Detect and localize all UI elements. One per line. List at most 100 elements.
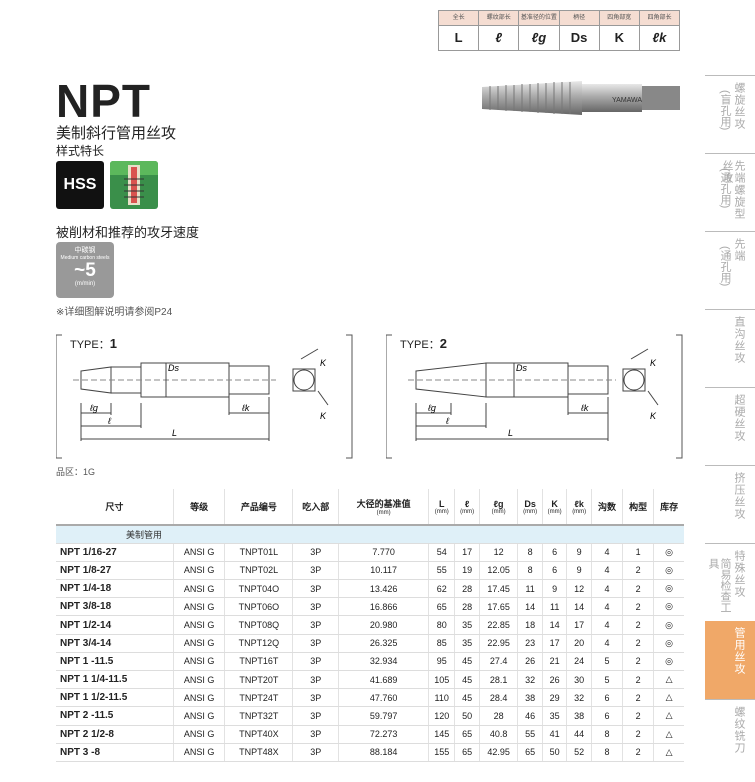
table-cell: 52 <box>566 743 592 762</box>
column-header-label: ℓ <box>464 498 470 509</box>
speed-badge: 中碳钢 Medium carbon steels ~5 (m/min) <box>56 242 114 298</box>
dim-k-1a: K <box>320 358 327 368</box>
table-cell: ANSI G <box>173 543 226 562</box>
table-cell: 50 <box>454 706 480 726</box>
table-cell: NPT 2 -11.5 <box>56 706 174 726</box>
column-header: 构型 <box>622 489 655 526</box>
table-cell: 8 <box>517 561 543 581</box>
table-group-row: 美制管用 <box>56 525 684 544</box>
table-cell: 2 <box>622 561 655 581</box>
table-cell: 45 <box>454 670 480 690</box>
table-cell: 18 <box>517 615 543 635</box>
speed-unit: (m/min) <box>74 281 96 287</box>
category-tab[interactable]: 螺旋丝攻(盲孔用) <box>705 75 755 153</box>
legend-caption: 螺纹部长 <box>479 11 519 26</box>
category-tab[interactable]: 螺纹铣刀 <box>705 699 755 777</box>
table-cell: 22.95 <box>479 634 519 653</box>
speed-tilde: ~ <box>74 260 86 281</box>
category-tab-label: 直沟丝攻 <box>733 316 745 364</box>
category-tab[interactable]: 管用丝攻 <box>705 621 755 699</box>
category-tab[interactable]: 特殊丝攻简易检查工具 <box>705 543 755 621</box>
coating-icon <box>110 161 158 209</box>
table-cell: 26.325 <box>338 634 430 653</box>
column-header-label: ℓg <box>493 498 504 509</box>
table-cell: 80 <box>428 615 456 635</box>
table-cell: 3P <box>292 579 340 599</box>
table-cell: △ <box>653 670 684 690</box>
table-cell: △ <box>653 706 684 726</box>
table-cell: NPT 2 1/2-8 <box>56 725 174 744</box>
category-tab[interactable]: 超硬丝攻 <box>705 387 755 465</box>
table-cell: NPT 1/4-18 <box>56 579 174 599</box>
column-header-unit: (mm) <box>547 508 562 515</box>
legend-symbol: L <box>454 30 463 45</box>
table-cell: 17 <box>454 543 480 562</box>
table-cell: 4 <box>591 579 624 599</box>
table-cell: 54 <box>428 543 456 562</box>
column-header-label: 等级 <box>190 502 209 512</box>
column-header-label: 大径的基准值 <box>356 499 411 509</box>
dim-ds-1: Ds <box>168 363 179 373</box>
dim-ds-2: Ds <box>516 363 527 373</box>
table-cell: 12.05 <box>479 561 519 581</box>
column-header-label: 产品编号 <box>240 502 277 512</box>
category-tab-sublabel: (通孔用) <box>719 168 731 209</box>
table-cell: 2 <box>622 670 655 690</box>
table-cell: 65 <box>454 743 480 762</box>
cutting-speed-heading: 被削材和推荐的攻牙速度 <box>56 225 200 240</box>
table-cell: 3P <box>292 725 340 744</box>
table-cell: 10.117 <box>338 561 430 581</box>
column-header-unit: (mm) <box>523 508 538 515</box>
column-header: 大径的基准值(mm) <box>338 489 430 526</box>
table-cell: ANSI G <box>173 725 226 744</box>
table-cell: 2 <box>622 688 655 708</box>
category-tab[interactable]: 挤压丝攻 <box>705 465 755 543</box>
table-cell: 110 <box>428 688 456 708</box>
dim-lk-1: ℓk <box>241 403 250 413</box>
table-cell: 2 <box>622 652 655 672</box>
table-cell: TNPT24T <box>224 688 294 708</box>
table-cell: TNPT40X <box>224 725 294 744</box>
table-cell: 65 <box>428 597 456 617</box>
table-cell: ANSI G <box>173 706 226 726</box>
table-cell: 7.770 <box>338 543 430 562</box>
column-header-label: 构型 <box>629 502 648 512</box>
table-cell: 45 <box>454 688 480 708</box>
table-cell: 41 <box>542 725 568 744</box>
table-cell: 20.980 <box>338 615 430 635</box>
tap-product-image: YAMAWA <box>482 81 680 115</box>
category-tab[interactable]: 先端(通孔用) <box>705 231 755 309</box>
type2-label: TYPE：2 <box>400 336 447 352</box>
table-cell: 26 <box>542 670 568 690</box>
table-cell: NPT 1 -11.5 <box>56 652 174 672</box>
column-header-label: K <box>551 498 558 509</box>
table-cell: ◎ <box>653 652 684 672</box>
table-cell: 46 <box>517 706 543 726</box>
table-cell: ANSI G <box>173 615 226 635</box>
category-tab[interactable]: 直沟丝攻 <box>705 309 755 387</box>
table-cell: NPT 3/8-18 <box>56 597 174 617</box>
table-cell: 28.1 <box>479 670 519 690</box>
table-cell: 3P <box>292 652 340 672</box>
table-cell: 26 <box>517 652 543 672</box>
table-cell: ◎ <box>653 634 684 653</box>
category-tab[interactable]: 先端螺旋型丝攻(通孔用) <box>705 153 755 231</box>
table-cell: 20 <box>566 634 592 653</box>
column-header-unit: (mm) <box>460 508 475 515</box>
reference-note: ※详细图解说明请参阅P24 <box>56 307 173 318</box>
table-cell: 47.760 <box>338 688 430 708</box>
table-cell: 17 <box>542 634 568 653</box>
table-cell: TNPT16T <box>224 652 294 672</box>
type1-prefix: TYPE： <box>70 339 110 351</box>
table-cell: 45 <box>454 652 480 672</box>
column-header-unit: (mm) <box>572 508 587 515</box>
table-cell: 17 <box>566 615 592 635</box>
table-cell: 9 <box>566 543 592 562</box>
dim-k-2b: K <box>650 411 657 421</box>
table-cell: ◎ <box>653 597 684 617</box>
table-cell: NPT 3 -8 <box>56 743 174 762</box>
